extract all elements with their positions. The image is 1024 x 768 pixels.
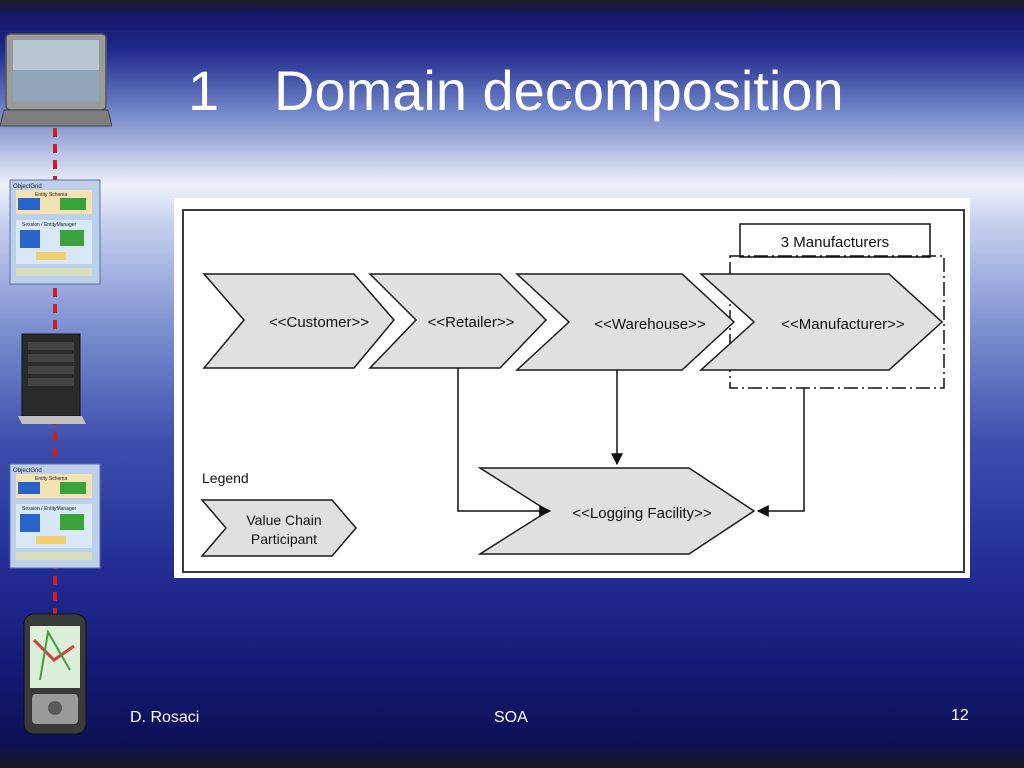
participant-retailer [368, 273, 548, 369]
participant-manufacturer [699, 273, 944, 371]
manufacturers-group-label-box [739, 223, 931, 258]
mobile-phone-icon [23, 613, 87, 735]
title-text: Domain decomposition [274, 59, 844, 122]
svg-text:Session / EntityManager: Session / EntityManager [22, 506, 77, 512]
legend-chevron-swatch [200, 499, 357, 557]
footer-author: D. Rosaci [130, 709, 200, 726]
svg-text:Entity Schema: Entity Schema [35, 192, 67, 198]
legend-item-line2: Participant [251, 531, 317, 547]
legend-item-line1: Value Chain [246, 512, 321, 528]
participant-warehouse [515, 273, 736, 371]
participant-warehouse-label: <<Warehouse>> [594, 316, 705, 333]
slide-title: 1 Domain decomposition [188, 58, 844, 123]
objectgrid-diagram-icon: ObjectGrid Entity Schema Session / Entit… [9, 463, 101, 569]
footer-page-number: 12 [951, 707, 969, 724]
participant-logging-facility-label: <<Logging Facility>> [572, 505, 712, 522]
domain-diagram: 3 Manufacturers <<Customer>> <<Retailer>… [182, 209, 965, 573]
footer-course: SOA [494, 709, 528, 726]
connector-manufacturer-to-logging [756, 388, 805, 517]
participant-retailer-label: <<Retailer>> [428, 314, 515, 331]
diagram-panel: 3 Manufacturers <<Customer>> <<Retailer>… [174, 198, 970, 578]
section-number: 1 [188, 59, 220, 122]
svg-text:Entity Schema: Entity Schema [35, 476, 67, 482]
participant-manufacturer-label: <<Manufacturer>> [781, 316, 905, 333]
svg-text:ObjectGrid: ObjectGrid [13, 468, 42, 474]
svg-text:ObjectGrid: ObjectGrid [13, 184, 42, 190]
server-tower-icon [18, 333, 86, 424]
connector-retailer-to-logging [457, 368, 552, 517]
participant-customer [202, 273, 395, 369]
participant-customer-label: <<Customer>> [269, 314, 369, 331]
laptop-icon [0, 33, 112, 127]
manufacturers-group-label: 3 Manufacturers [781, 234, 889, 251]
legend-title: Legend [202, 470, 249, 486]
objectgrid-diagram-icon: ObjectGrid Entity Schema Session / Entit… [9, 179, 101, 285]
device-rail: ObjectGrid Entity Schema Session / Entit… [0, 33, 112, 735]
svg-text:Session / EntityManager: Session / EntityManager [22, 222, 77, 228]
